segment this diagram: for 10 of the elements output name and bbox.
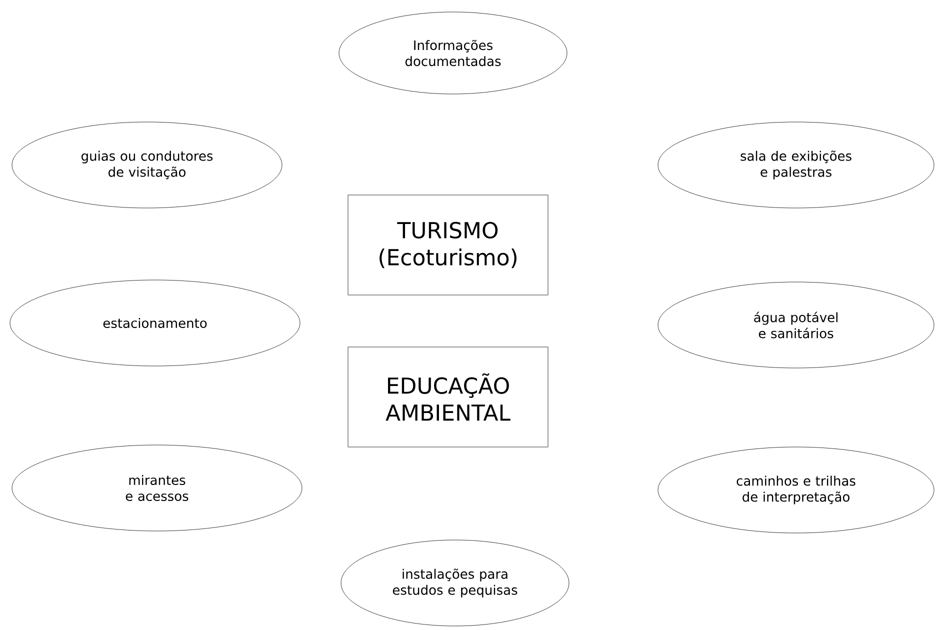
ellipse-node: Informações documentadas [338, 12, 568, 94]
ellipse-node: estacionamento [10, 280, 300, 366]
ellipse-node: instalações para estudos e pequisas [340, 540, 570, 626]
ellipse-node: água potável e sanitários [658, 282, 934, 368]
ellipse-node: mirantes e acessos [12, 444, 302, 532]
concept-box: TURISMO (Ecoturismo) [348, 194, 548, 296]
ellipse-node: caminhos e trilhas de interpretação [658, 446, 934, 534]
ellipse-node: guias ou condutores de visitação [12, 122, 282, 208]
ellipse-node: sala de exibições e palestras [658, 122, 934, 208]
concept-box: EDUCAÇÃO AMBIENTAL [348, 346, 548, 448]
